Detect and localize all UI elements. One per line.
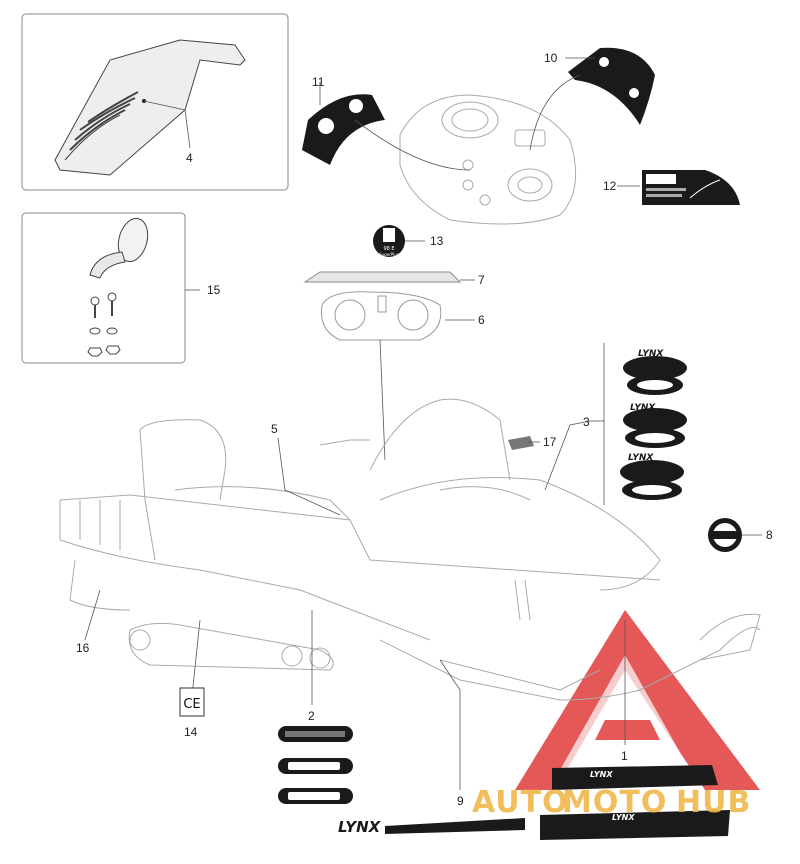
snowmobile-outline (59, 398, 761, 701)
callout-17: 17 (543, 435, 557, 449)
part-2-decals (278, 726, 353, 804)
part-14-ce: CE (179, 687, 205, 717)
part-3-decals: LYNX LYNX LYNX (544, 343, 687, 505)
callout-1: 1 (621, 749, 628, 763)
watermark-text: AUTO MOTO HUB (472, 785, 751, 820)
part-6-bezel (320, 291, 475, 461)
part-15-group (21, 212, 200, 364)
part-13-decal: 98 E SuperPlus (373, 225, 425, 257)
callout-8: 8 (766, 528, 773, 542)
callouts: 1 2 3 4 5 6 7 8 9 10 11 12 13 14 15 16 1… (76, 51, 773, 808)
callout-2: 2 (308, 709, 315, 723)
lynx-decal-text-1a: LYNX (590, 770, 613, 779)
callout-13: 13 (430, 234, 444, 248)
callout-12: 12 (603, 179, 617, 193)
lynx-decal-text-3: LYNX (628, 453, 654, 463)
callout-6: 6 (478, 313, 485, 327)
callout-15: 15 (207, 283, 221, 297)
watermark-moto: MOTO (562, 785, 667, 820)
leader-lines (84, 437, 626, 790)
lynx-decal-text-1: LYNX (638, 349, 664, 359)
fuel-label-text: 98 E (383, 246, 394, 252)
callout-3: 3 (583, 415, 590, 429)
ce-mark-text: CE (183, 697, 200, 712)
part-10-decal (529, 47, 655, 151)
lynx-decal-text-2: LYNX (630, 403, 656, 413)
callout-16: 16 (76, 641, 90, 655)
part-1-decals: LYNX LYNX (540, 765, 730, 840)
part-4-group (21, 13, 289, 191)
callout-4: 4 (186, 151, 193, 165)
dashboard-pod (399, 94, 577, 225)
lynx-decal-text-9: LYNX (338, 818, 382, 836)
fuel-label-sub: SuperPlus (379, 252, 399, 257)
lynx-decal-text-1b: LYNX (612, 813, 635, 822)
part-12-decal (617, 170, 740, 205)
part-17-decal (508, 436, 540, 450)
callout-5: 5 (271, 422, 278, 436)
part-11-decal (302, 82, 471, 171)
callout-14: 14 (184, 725, 198, 739)
watermark-auto: AUTO (472, 785, 569, 820)
watermark-logo (515, 610, 760, 790)
callout-10: 10 (544, 51, 558, 65)
callout-9: 9 (457, 794, 464, 808)
callout-11: 11 (312, 75, 325, 89)
part-8-badge (708, 518, 762, 552)
watermark-hub: HUB (676, 785, 751, 820)
callout-7: 7 (478, 273, 485, 287)
part-9-decal: LYNX (338, 818, 525, 836)
part-7-strip (303, 271, 475, 283)
